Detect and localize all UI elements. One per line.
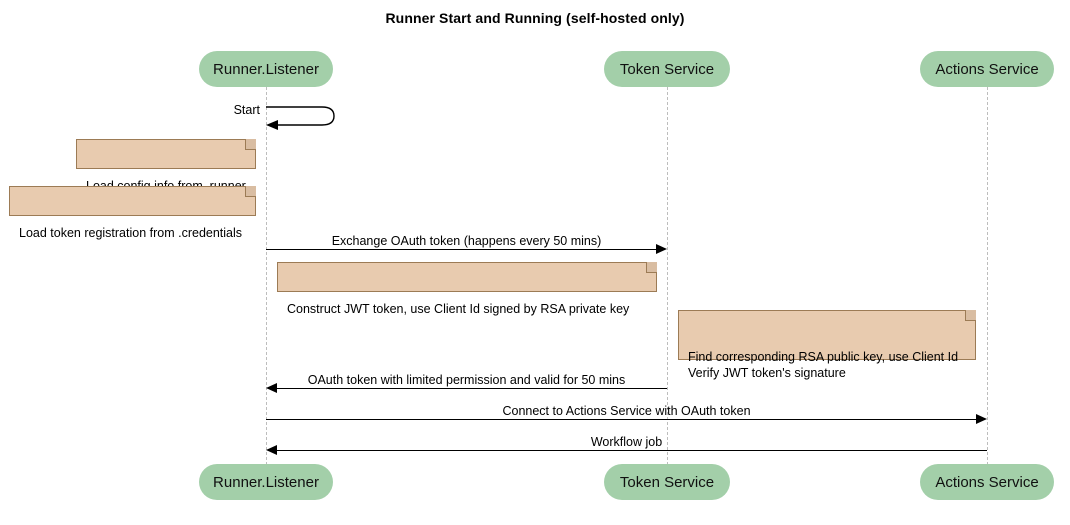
note-fold-corner xyxy=(245,139,256,150)
page-title: Runner Start and Running (self-hosted on… xyxy=(385,10,685,26)
participant-label: Token Service xyxy=(619,473,715,491)
note-text: Construct JWT token, use Client Id signe… xyxy=(287,302,630,316)
participant-actions-bottom[interactable]: Actions Service xyxy=(920,464,1054,500)
arrowhead-right xyxy=(976,414,987,424)
note-construct-jwt: Construct JWT token, use Client Id signe… xyxy=(277,262,657,316)
participant-runner-bottom[interactable]: Runner.Listener xyxy=(199,464,333,500)
message-arrow-start[interactable] xyxy=(264,104,340,130)
participant-label: Actions Service xyxy=(935,473,1039,491)
participant-runner-top[interactable]: Runner.Listener xyxy=(199,51,333,87)
note-load-token-registration: Load token registration from .credential… xyxy=(9,186,256,240)
participant-label: Token Service xyxy=(619,60,715,78)
message-arrow-oauth-token-return[interactable] xyxy=(277,388,667,389)
message-arrow-connect-actions[interactable] xyxy=(266,419,976,420)
message-label-exchange-oauth: Exchange OAuth token (happens every 50 m… xyxy=(331,234,602,248)
note-fold-corner xyxy=(646,262,657,273)
lifeline-token xyxy=(667,87,668,465)
participant-label: Actions Service xyxy=(935,60,1039,78)
lifeline-runner xyxy=(266,87,267,465)
participant-token-bottom[interactable]: Token Service xyxy=(604,464,730,500)
participant-label: Runner.Listener xyxy=(213,473,319,491)
note-fold-corner xyxy=(965,310,976,321)
arrowhead-left xyxy=(266,383,277,393)
message-label-connect-actions: Connect to Actions Service with OAuth to… xyxy=(502,404,751,418)
message-label-workflow-job: Workflow job xyxy=(590,435,663,449)
note-load-config: Load config info from .runner xyxy=(76,139,256,193)
participant-actions-top[interactable]: Actions Service xyxy=(920,51,1054,87)
arrowhead-right xyxy=(656,244,667,254)
lifeline-actions xyxy=(987,87,988,465)
note-text: Load token registration from .credential… xyxy=(19,226,243,240)
message-label-start: Start xyxy=(233,103,260,117)
participant-label: Runner.Listener xyxy=(213,60,319,78)
arrowhead-left xyxy=(266,445,277,455)
message-arrow-workflow-job[interactable] xyxy=(277,450,987,451)
note-fold-corner xyxy=(245,186,256,197)
note-text: Find corresponding RSA public key, use C… xyxy=(688,350,959,380)
note-verify-jwt: Find corresponding RSA public key, use C… xyxy=(678,310,976,380)
message-arrow-exchange-oauth[interactable] xyxy=(266,249,656,250)
message-label-oauth-token-return: OAuth token with limited permission and … xyxy=(307,373,626,387)
participant-token-top[interactable]: Token Service xyxy=(604,51,730,87)
